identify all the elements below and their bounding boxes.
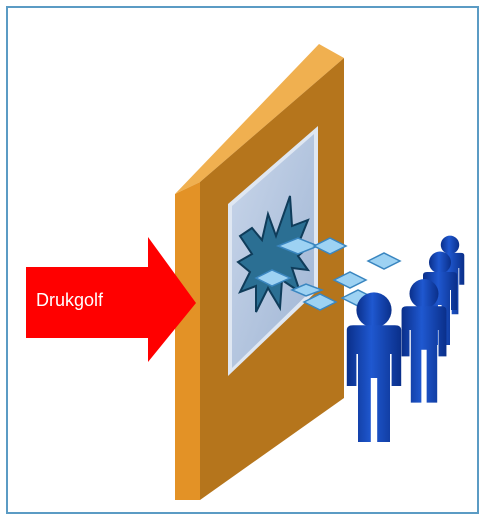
person xyxy=(401,279,447,403)
blast-burst xyxy=(236,195,314,313)
glass-shard xyxy=(332,271,368,289)
glass-shard xyxy=(302,293,338,311)
arrow-label: Drukgolf xyxy=(36,290,104,310)
wall-top-face xyxy=(175,44,344,194)
glass-shard xyxy=(290,283,325,297)
pressure-arrow xyxy=(26,237,196,362)
person xyxy=(346,292,402,442)
glass-shard xyxy=(366,252,402,270)
glass-shard xyxy=(312,237,348,255)
wall-front-face xyxy=(175,182,200,500)
people-queue xyxy=(346,235,465,442)
glass-shard xyxy=(254,269,292,287)
glass-shards xyxy=(254,237,402,311)
